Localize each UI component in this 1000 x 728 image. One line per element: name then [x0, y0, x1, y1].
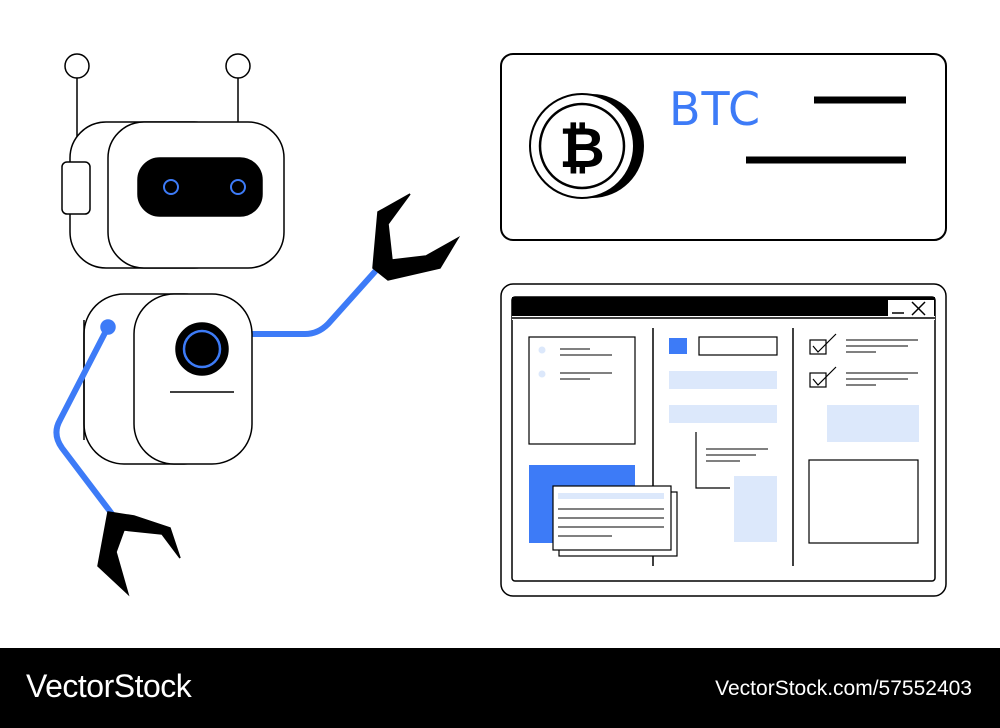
- svg-text:₿: ₿: [559, 116, 605, 181]
- footer-brand: VectorStock: [26, 668, 192, 704]
- robot-eye-right: [230, 179, 246, 195]
- robot-head: [61, 121, 285, 269]
- checkmark-icon: [812, 333, 837, 353]
- robot-antennas: [64, 53, 251, 162]
- note-card: [552, 485, 678, 557]
- window-controls: [888, 300, 934, 316]
- checkmark-icon: [812, 366, 837, 386]
- robot-claw-left: [97, 511, 181, 597]
- bitcoin-icon: ₿: [529, 93, 644, 199]
- app-window: [500, 283, 947, 597]
- watermark-footer: VectorStock VectorStock.com/57552403: [0, 648, 1000, 728]
- form-panel: [669, 336, 778, 542]
- robot-body: [83, 293, 253, 465]
- checkbox-2: [809, 372, 827, 388]
- doc-panel: [528, 336, 636, 445]
- robot-arm-left: [53, 319, 181, 597]
- checkbox-1: [809, 339, 827, 355]
- btc-card: ₿: [500, 53, 947, 241]
- robot-eye-left: [163, 179, 179, 195]
- window-titlebar: [512, 297, 935, 317]
- checklist-panel: [808, 333, 919, 544]
- robot-arm-right: [247, 193, 461, 337]
- robot: [53, 53, 461, 597]
- footer-url: VectorStock.com/57552403: [715, 677, 972, 700]
- illustration: ₿: [53, 53, 947, 597]
- btc-label: BTC: [669, 82, 762, 136]
- robot-claw-right: [372, 193, 461, 281]
